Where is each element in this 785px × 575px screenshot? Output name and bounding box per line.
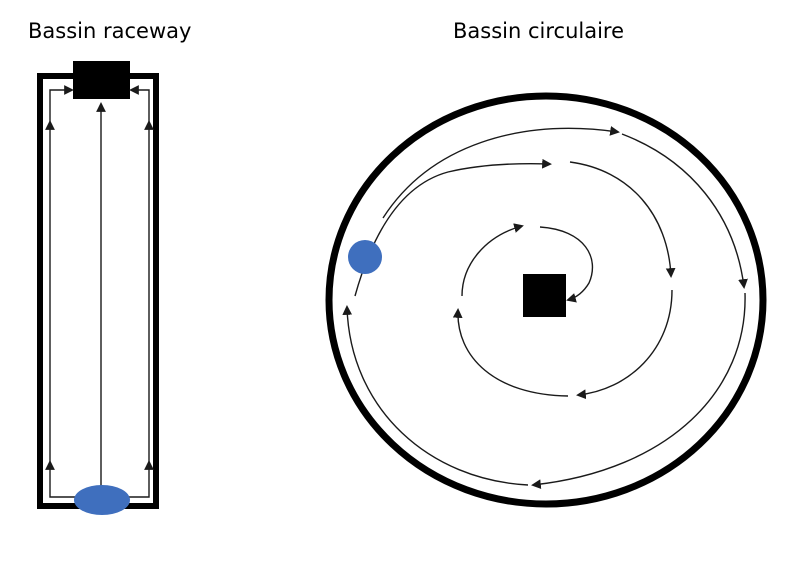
circular-middle-flow-arrow bbox=[354, 158, 552, 297]
raceway-title: Bassin raceway bbox=[28, 19, 192, 43]
raceway-left-flow-arrow bbox=[49, 85, 74, 125]
raceway-left-flow-arrow bbox=[45, 460, 84, 498]
raceway-outlet-icon bbox=[73, 61, 130, 99]
raceway-inlet-icon bbox=[74, 485, 130, 515]
circular-outer-flow-arrow bbox=[621, 133, 748, 289]
raceway-right-flow-arrow bbox=[129, 85, 150, 125]
circular-tank-wall bbox=[325, 92, 767, 508]
circular-outer-flow-arrow bbox=[382, 126, 620, 219]
circular-outer-flow-arrow bbox=[342, 305, 529, 486]
circular-middle-flow-arrow bbox=[569, 161, 676, 278]
circular-tank bbox=[325, 92, 767, 508]
raceway-wall bbox=[37, 73, 159, 509]
circular-outlet-icon bbox=[523, 274, 566, 317]
raceway-tank bbox=[37, 61, 159, 515]
circular-inner-flow-arrow bbox=[461, 223, 524, 297]
circular-outer-flow-arrow bbox=[531, 292, 746, 490]
circular-title: Bassin circulaire bbox=[453, 19, 625, 43]
circular-inlet-icon bbox=[348, 240, 382, 274]
circular-middle-flow-arrow bbox=[576, 289, 673, 400]
circular-inner-flow-arrow bbox=[539, 226, 594, 303]
circular-middle-flow-arrow bbox=[452, 308, 569, 397]
